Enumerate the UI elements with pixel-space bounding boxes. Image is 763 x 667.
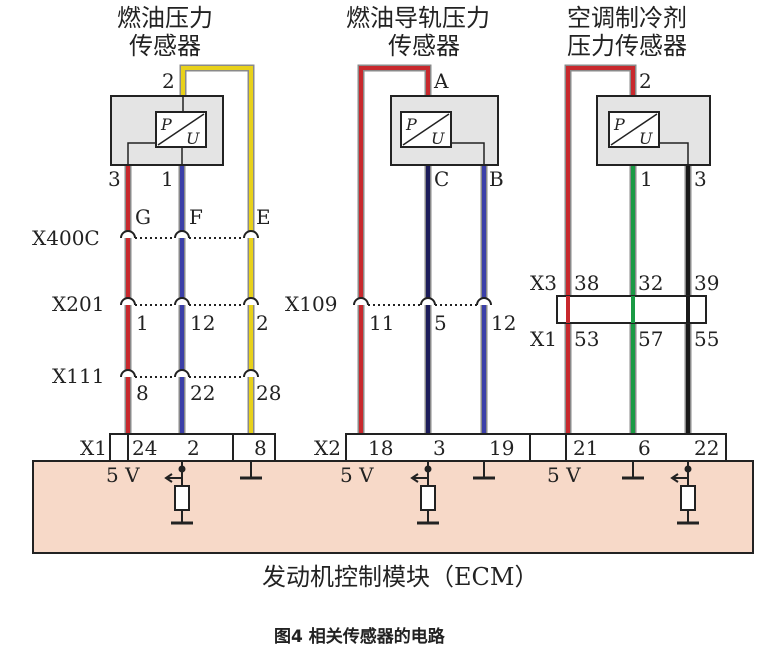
ecm-connector-strip	[109, 433, 276, 462]
sensor-2-supply-label: 5 V	[340, 463, 374, 487]
wire-letter-g: G	[135, 205, 151, 229]
x109-pin-12: 12	[491, 311, 516, 335]
ecm-pin-3: 3	[433, 436, 446, 460]
sensor-2-title-line-2: 传感器	[388, 32, 460, 60]
connector-x109-label: X109	[285, 292, 337, 316]
ecm-pin-2: 2	[187, 436, 200, 460]
sensor-1-p-label: P	[160, 115, 172, 134]
sensor-2-bottom-pin-b: B	[489, 167, 504, 191]
ecm-pin-18: 18	[368, 436, 393, 460]
x3-pin-32: 32	[638, 271, 663, 295]
sensor-3-title-line-1: 空调制冷剂	[567, 4, 687, 32]
connector-x201-label: X201	[52, 292, 104, 316]
sensor-2-top-pin: A	[433, 69, 449, 93]
connector-x400c	[120, 230, 259, 239]
sensor-1-title-line-1: 燃油压力	[117, 4, 213, 32]
sensor-1-u-label: U	[186, 129, 200, 148]
sensor-3-u-label: U	[639, 129, 653, 148]
ecm-module-label: 发动机控制模块（ECM）	[262, 563, 538, 591]
x109-pin-11: 11	[369, 311, 394, 335]
ecm-module-body	[32, 460, 754, 554]
sensor-3-ecm-circuit	[622, 461, 699, 525]
ecm-pin-19: 19	[489, 436, 514, 460]
x111-pin-28: 28	[256, 381, 281, 405]
connector-x111-label: X111	[52, 364, 104, 388]
x1-pin-57: 57	[638, 327, 663, 351]
sensor-1-title-line-2: 传感器	[129, 32, 201, 60]
x3-pin-39: 39	[694, 271, 719, 295]
ecm-pin-6: 6	[638, 436, 651, 460]
connector-x201	[120, 297, 259, 306]
sensor-1-bottom-pin-left: 3	[108, 167, 121, 191]
sensor-3-bottom-pin-3: 3	[694, 167, 707, 191]
ecm-pin-21: 21	[573, 436, 598, 460]
sensor-3-p-label: P	[613, 115, 625, 134]
connector-x111	[120, 369, 259, 378]
ecm-connector-x1-label: X1	[80, 436, 107, 460]
sensor-2-u-label: U	[431, 129, 445, 148]
connector-x109	[353, 297, 492, 306]
x111-pin-22: 22	[190, 381, 215, 405]
ecm-connector-x2-label: X2	[314, 436, 341, 460]
sensor-2-ecm-circuit	[410, 461, 495, 525]
x201-pin-1: 1	[136, 311, 149, 335]
sensor-2-p-label: P	[405, 115, 417, 134]
sensor-1-top-pin: 2	[162, 69, 175, 93]
connector-x400c-label: X400C	[32, 226, 100, 250]
wire-letter-e: E	[256, 205, 271, 229]
sensor-2-title-line-1: 燃油导轨压力	[346, 4, 490, 32]
sensor-3-title-line-2: 压力传感器	[567, 32, 687, 60]
x201-pin-12: 12	[190, 311, 215, 335]
figure-caption: 图4 相关传感器的电路	[274, 626, 446, 647]
x111-pin-8: 8	[136, 381, 149, 405]
x1-pin-53: 53	[574, 327, 599, 351]
wire-letter-f: F	[189, 205, 203, 229]
ecm-pin-8: 8	[254, 436, 267, 460]
sensor-3-bottom-pin-1: 1	[640, 167, 653, 191]
x1-pin-55: 55	[694, 327, 719, 351]
sensor-1-ecm-circuit	[127, 433, 262, 525]
sensor-3-top-pin: 2	[639, 69, 652, 93]
connector-x3-label: X3	[530, 271, 557, 295]
ecm-connector-strip	[345, 433, 727, 462]
x201-pin-2: 2	[256, 311, 269, 335]
x109-pin-5: 5	[434, 311, 447, 335]
ecm-pin-24: 24	[132, 436, 157, 460]
x3-pin-38: 38	[574, 271, 599, 295]
sensor-2-bottom-pin-c: C	[434, 167, 449, 191]
sensor-3-supply-label: 5 V	[547, 463, 581, 487]
sensor-1-bottom-pin-right: 1	[161, 167, 174, 191]
connector-x1-label: X1	[530, 327, 557, 351]
ecm-pin-22: 22	[694, 436, 719, 460]
sensor-1-supply-label: 5 V	[106, 463, 140, 487]
